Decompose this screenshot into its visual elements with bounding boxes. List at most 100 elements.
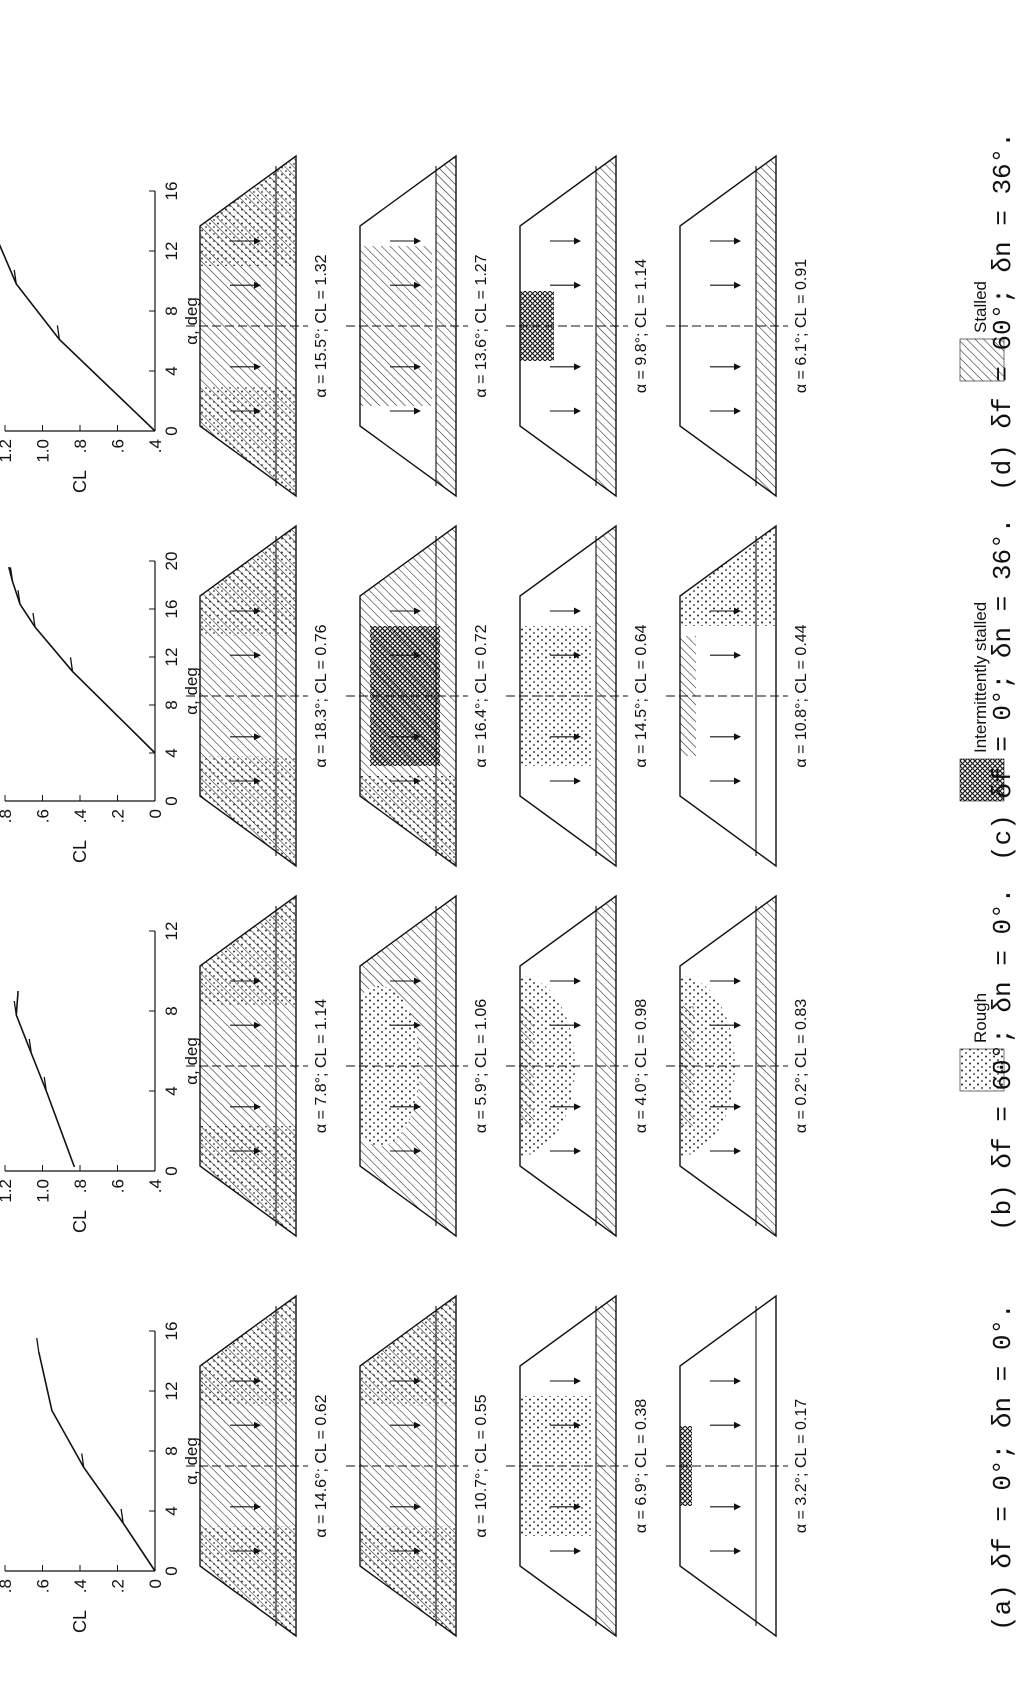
y-tick-label: .2: [109, 1579, 128, 1593]
wing-panel: α = 10.8°; CL = 0.44: [666, 524, 810, 868]
wing-panel: α = 6.9°; CL = 0.38: [506, 1294, 650, 1638]
test-point-tick: [36, 1337, 40, 1353]
test-point-tick: [13, 269, 17, 285]
x-tick-label: 12: [162, 922, 181, 941]
x-tick-label: 8: [162, 700, 181, 709]
x-tick-label: 12: [162, 242, 181, 261]
condition-label: α = 5.9°; CL = 1.06: [473, 999, 490, 1133]
rough-region: [200, 1126, 296, 1236]
condition-label: α = 18.3°; CL = 0.76: [313, 624, 330, 767]
y-tick-label: .6: [34, 1579, 53, 1593]
rough-region: [200, 156, 296, 266]
rough-region: [360, 776, 456, 866]
flow-regions: [520, 1296, 616, 1636]
test-point-tick: [17, 590, 21, 605]
condition-label: α = 4.0°; CL = 0.98: [633, 999, 650, 1133]
x-axis-label: α, deg: [182, 297, 201, 345]
condition-label: α = 9.8°; CL = 1.14: [633, 259, 650, 393]
flow-regions: [200, 156, 296, 496]
wing-panel: α = 16.4°; CL = 0.72: [346, 524, 490, 868]
x-tick-label: 8: [162, 1006, 181, 1015]
legend-swatch-intermittent: [959, 758, 1005, 802]
wing-panel: α = 14.6°; CL = 0.62: [186, 1294, 330, 1638]
y-tick-label: 1.2: [0, 1179, 15, 1203]
y-tick-label: .8: [0, 809, 15, 823]
condition-label: α = 15.5°; CL = 1.32: [313, 254, 330, 397]
rough-region: [520, 1396, 592, 1536]
x-tick-label: 0: [162, 1566, 181, 1575]
rough-region: [200, 526, 296, 636]
rough-region: [200, 1296, 296, 1406]
flow-regions: [360, 1296, 456, 1636]
condition-label: α = 3.2°; CL = 0.17: [793, 1399, 810, 1533]
rough-region: [360, 1526, 456, 1636]
x-tick-label: 0: [162, 426, 181, 435]
x-tick-label: 12: [162, 648, 181, 667]
condition-label: α = 14.5°; CL = 0.64: [633, 624, 650, 767]
y-axis-label: CL: [70, 470, 90, 493]
condition-label: α = 13.6°; CL = 1.27: [473, 254, 490, 397]
y-tick-label: 1.0: [34, 1179, 53, 1203]
y-tick-label: .6: [109, 1179, 128, 1193]
test-point-tick: [13, 1000, 17, 1016]
rough-region: [200, 896, 296, 1006]
cl-curve: [15, 990, 76, 1168]
rough-region: [200, 1526, 296, 1636]
rough-region: [520, 976, 575, 1156]
wing-panel: α = 0.2°; CL = 0.83: [666, 894, 810, 1238]
y-tick-label: .6: [34, 809, 53, 823]
wing-panel: α = 14.5°; CL = 0.64: [506, 524, 650, 868]
y-tick-label: .8: [71, 1179, 90, 1193]
legend-label-rough: Rough: [971, 993, 990, 1043]
y-tick-label: 1.2: [0, 439, 15, 463]
caption-c: (c) δf = 0°; δn = 36°.: [988, 518, 1018, 861]
wing-outline: [679, 1294, 777, 1638]
condition-label: α = 10.7°; CL = 0.55: [473, 1394, 490, 1537]
wing-outline: [199, 1294, 297, 1638]
rough-region: [200, 756, 296, 866]
test-point-tick: [120, 1508, 124, 1524]
wing-panel: α = 9.8°; CL = 1.14: [506, 154, 650, 498]
x-tick-label: 8: [162, 306, 181, 315]
wing-outline: [359, 524, 457, 868]
rough-region: [200, 386, 296, 496]
test-point-tick: [28, 1038, 32, 1054]
wing-panel: α = 18.3°; CL = 0.76: [186, 524, 330, 868]
x-tick-label: 20: [162, 552, 181, 571]
condition-label: α = 10.8°; CL = 0.44: [793, 624, 810, 767]
legend-item-stalled: Stalled: [959, 281, 1005, 382]
caption-a: (a) δf = 0°; δn = 0°.: [988, 1303, 1018, 1631]
wing-outline: [359, 154, 457, 498]
y-tick-label: .4: [146, 1179, 165, 1193]
test-point-tick: [43, 1076, 47, 1092]
wing-outline: [519, 1294, 617, 1638]
x-tick-label: 4: [162, 366, 181, 375]
x-tick-label: 16: [162, 1322, 181, 1341]
wing-outline: [199, 894, 297, 1238]
wing-outline: [519, 154, 617, 498]
y-tick-label: 0: [146, 809, 165, 818]
test-point-tick: [81, 1453, 85, 1468]
condition-label: α = 6.1°; CL = 0.91: [793, 259, 810, 393]
captions: (a) δf = 0°; δn = 0°.(b) δf = 60°; δn = …: [988, 132, 1018, 1631]
rough-region: [680, 976, 735, 1156]
x-tick-label: 4: [162, 1506, 181, 1515]
y-tick-label: .4: [146, 439, 165, 453]
wing-panel: α = 15.5°; CL = 1.32: [186, 154, 330, 498]
condition-label: α = 0.2°; CL = 0.83: [793, 999, 810, 1133]
wing-outline: [519, 524, 617, 868]
x-tick-label: 0: [162, 1166, 181, 1175]
x-tick-label: 0: [162, 796, 181, 805]
condition-label: α = 14.6°; CL = 0.62: [313, 1394, 330, 1537]
wing-outline: [359, 1294, 457, 1638]
rough-region: [360, 1296, 456, 1406]
wing-outline: [359, 894, 457, 1238]
wing-outline: [679, 154, 777, 498]
